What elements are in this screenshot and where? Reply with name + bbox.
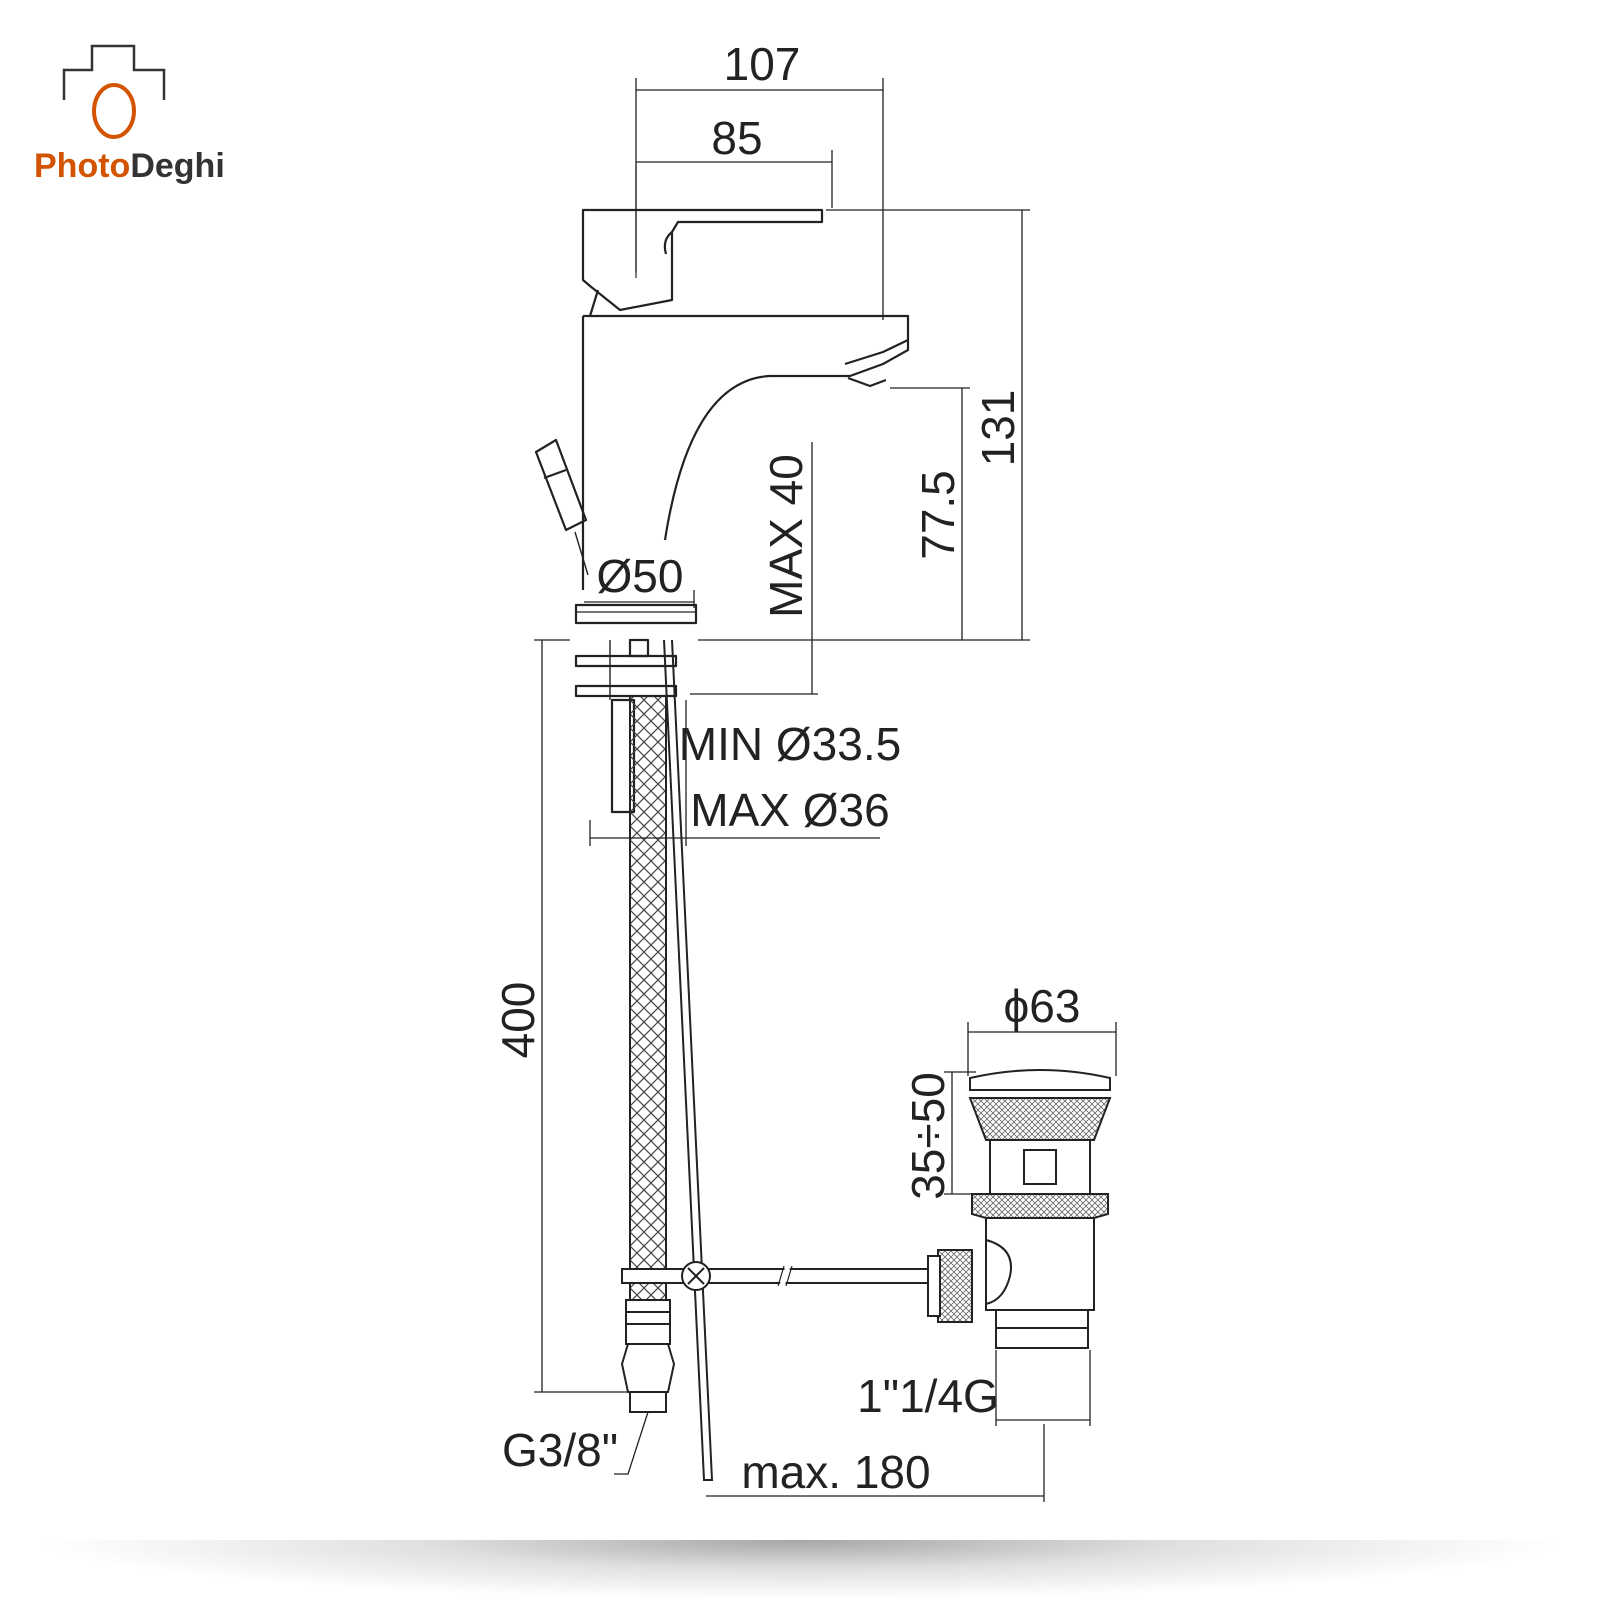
faucet-handle [581, 165, 824, 317]
dim-drain-diameter: ϕ63 [1004, 980, 1081, 1032]
side-lever [534, 438, 589, 576]
dimension-labels: 107 85 131 77.5 MAX 40 Ø50 MIN Ø33.5 MAX… [492, 38, 1080, 1498]
dim-height-77-5: 77.5 [912, 470, 964, 560]
dim-drain-thread: 1"1/4G [857, 1370, 999, 1422]
dim-hose-thread: G3/8" [502, 1424, 618, 1476]
dim-max-hole: MAX Ø36 [690, 784, 889, 836]
logo-part1: Photo [34, 147, 130, 185]
dim-height-131: 131 [972, 390, 1024, 467]
lift-rod [663, 639, 714, 1481]
dim-max-40: MAX 40 [760, 454, 812, 618]
faucet-base [574, 603, 698, 625]
dim-min-hole: MIN Ø33.5 [679, 718, 901, 770]
dim-width-85: 85 [711, 112, 762, 164]
logo: PhotoDeghi [34, 44, 225, 185]
dim-width-107: 107 [724, 38, 801, 90]
dim-diameter-50: Ø50 [597, 550, 684, 602]
horizontal-rod [621, 1261, 929, 1291]
popup-waste [927, 1069, 1112, 1349]
flex-hose [620, 695, 676, 1413]
fixing-kit [574, 638, 678, 814]
svg-text:PhotoDeghi: PhotoDeghi [34, 147, 225, 185]
dimension-lines [534, 78, 1117, 1502]
dim-drain-range: 35÷50 [902, 1072, 954, 1200]
bottom-shadow [30, 1540, 1570, 1600]
faucet [534, 165, 910, 814]
dim-hose-400: 400 [492, 982, 544, 1059]
faucet-spout [581, 314, 910, 590]
dim-rod-length: max. 180 [741, 1446, 930, 1498]
logo-part2: Deghi [130, 147, 224, 185]
camera-icon [62, 44, 166, 139]
